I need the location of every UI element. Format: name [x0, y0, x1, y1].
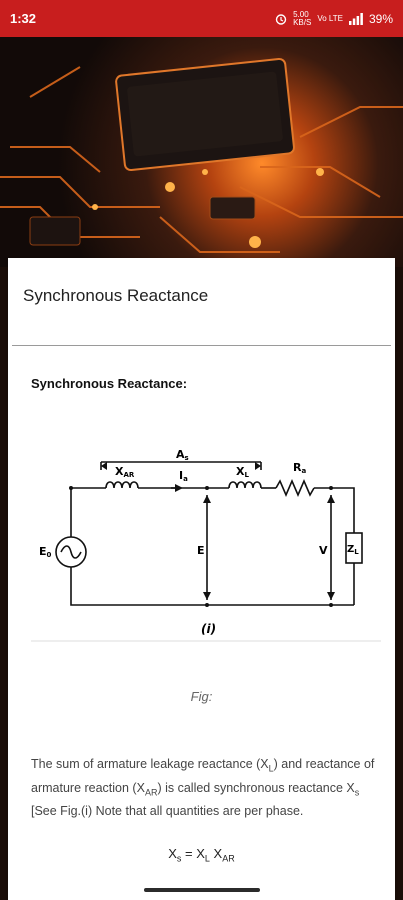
circuit-diagram: As XAR Ia XL Ra E0 E V ZL (i) — [31, 448, 381, 642]
battery-text: 39% — [368, 11, 393, 26]
article-card: Synchronous Reactance Synchronous Reacta… — [8, 258, 395, 900]
label-e: E — [197, 544, 205, 557]
label-v: V — [319, 544, 328, 557]
signal-icon — [348, 12, 363, 25]
label-ia: Ia — [179, 469, 188, 483]
status-time: 1:32 — [10, 11, 37, 26]
label-xar: XAR — [115, 465, 135, 479]
label-ra: Ra — [293, 461, 306, 475]
gesture-nav-handle[interactable] — [144, 888, 260, 892]
label-xl: XL — [236, 465, 249, 479]
article-title: Synchronous Reactance — [23, 286, 209, 305]
circuit-board-illustration — [0, 57, 403, 253]
section-heading: Synchronous Reactance: — [31, 376, 188, 391]
diagram-panel-label: (i) — [201, 622, 216, 636]
label-zl: ZL — [347, 544, 359, 556]
header-banner-image — [0, 37, 403, 267]
formula-synchronous-reactance: Xs = XL XAR — [168, 846, 235, 864]
label-e0: E0 — [39, 545, 52, 559]
title-divider — [12, 345, 391, 346]
figure-caption: Fig: — [190, 689, 213, 704]
volte-label: Vo LTE — [317, 13, 343, 23]
alarm-icon — [275, 13, 287, 25]
label-as: As — [176, 448, 189, 462]
article-paragraph: The sum of armature leakage reactance (X… — [31, 757, 375, 818]
